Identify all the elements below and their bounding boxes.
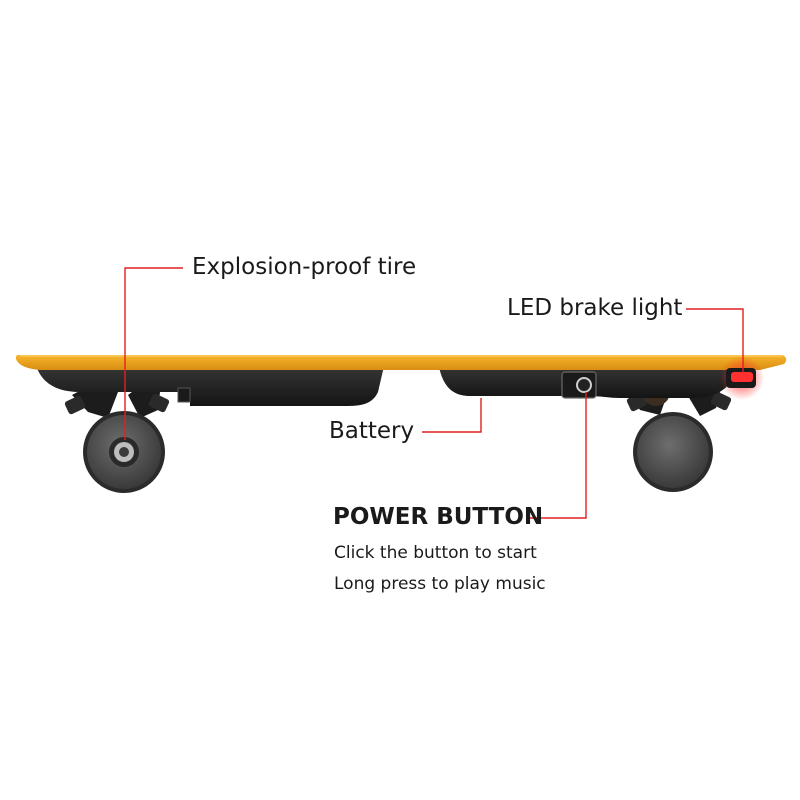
callout-line-tire xyxy=(124,267,183,440)
callout-line-led xyxy=(686,308,744,372)
front-wheel xyxy=(633,412,713,492)
power-note-music: Long press to play music xyxy=(334,574,546,594)
rear-motor-housing xyxy=(35,362,385,406)
power-note-start: Click the button to start xyxy=(334,543,537,563)
callout-lines xyxy=(124,267,744,519)
rear-wheel xyxy=(83,411,165,493)
led-brake-light xyxy=(731,372,753,382)
callout-line-power xyxy=(529,392,587,519)
led-callout-label: LED brake light xyxy=(507,295,683,321)
callout-line-battery xyxy=(422,398,482,433)
power-button-callout-label: POWER BUTTON xyxy=(333,504,544,530)
rear-clip xyxy=(177,387,191,403)
battery-callout-label: Battery xyxy=(329,418,415,444)
tire-callout-label: Explosion-proof tire xyxy=(192,254,417,280)
deck xyxy=(15,355,787,370)
power-button[interactable] xyxy=(576,377,592,393)
